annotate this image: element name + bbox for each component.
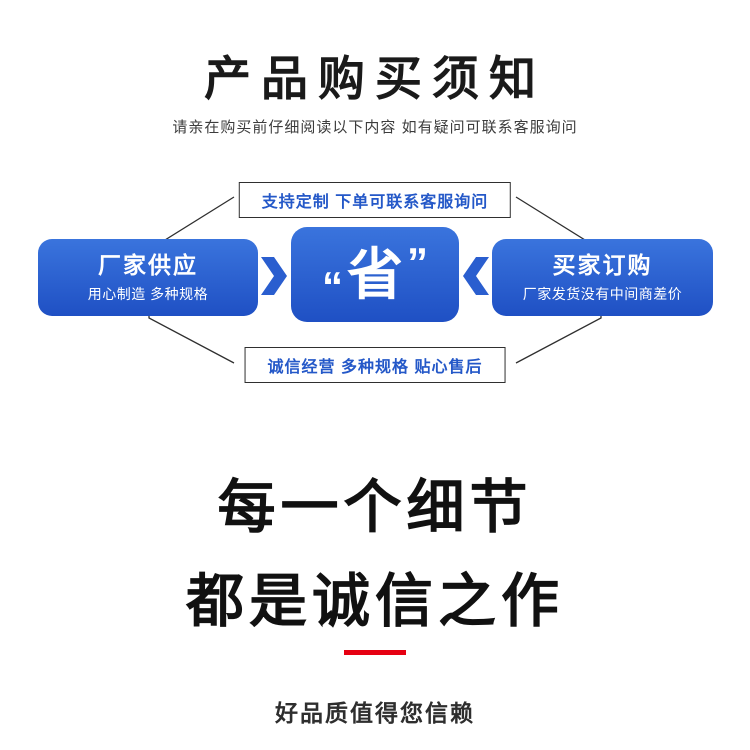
arrow-left-icon [463, 257, 489, 295]
arrow-right-icon [261, 257, 287, 295]
page-subtitle: 请亲在购买前仔细阅读以下内容 如有疑问可联系客服询问 [172, 119, 578, 136]
diagram-top-label: 支持定制 下单可联系客服询问 [238, 182, 512, 218]
red-divider [344, 650, 406, 655]
close-quote-icon: ” [407, 238, 428, 286]
open-quote-icon: “ [322, 262, 343, 310]
factory-supply-title: 厂家供应 [98, 252, 198, 279]
diagram-bottom-label: 诚信经营 多种规格 贴心售后 [244, 347, 506, 383]
buyer-order-title: 买家订购 [552, 252, 653, 279]
factory-supply-desc: 用心制造 多种规格 [87, 285, 209, 302]
slogan-line-1: 每一个细节 [217, 475, 533, 540]
buyer-order-desc: 厂家发货没有中间商差价 [522, 285, 683, 302]
factory-supply-box: 厂家供应 用心制造 多种规格 [38, 239, 258, 316]
slogan-line-2: 都是诚信之作 [185, 569, 564, 634]
buyer-order-box: 买家订购 厂家发货没有中间商差价 [492, 239, 713, 316]
footnote-text: 好品质值得您信赖 [275, 700, 475, 726]
save-character: 省 [347, 242, 403, 306]
diagram-bottom-label-text: 诚信经营 多种规格 贴心售后 [267, 359, 483, 376]
page-title: 产品购买须知 [204, 52, 546, 105]
save-box: “ 省 ” [291, 227, 459, 322]
diagram-top-label-text: 支持定制 下单可联系客服询问 [261, 194, 489, 211]
